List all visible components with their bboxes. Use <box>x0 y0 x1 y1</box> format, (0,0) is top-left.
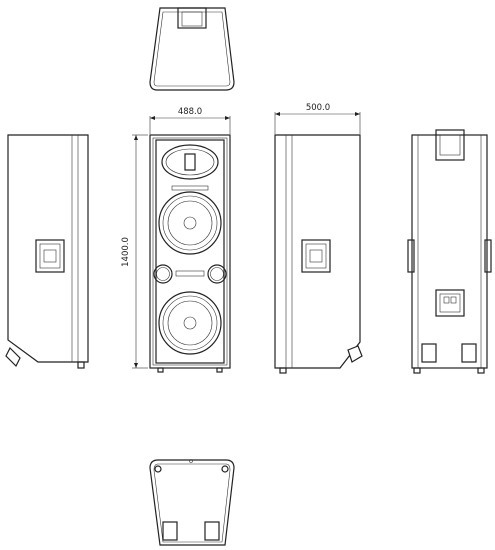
rear-view <box>407 129 492 374</box>
width-dimension: 488.0 <box>149 107 231 134</box>
front-view: 488.0 1400.0 <box>121 107 231 373</box>
bottom-view <box>149 459 235 546</box>
right-side-view: 500.0 <box>274 103 363 374</box>
height-dimension: 1400.0 <box>121 134 148 369</box>
depth-dimension: 500.0 <box>274 103 361 134</box>
left-side-view <box>5 134 89 369</box>
depth-label: 500.0 <box>306 103 330 113</box>
top-view <box>149 7 235 91</box>
width-label: 488.0 <box>178 107 202 117</box>
height-label: 1400.0 <box>121 237 131 267</box>
